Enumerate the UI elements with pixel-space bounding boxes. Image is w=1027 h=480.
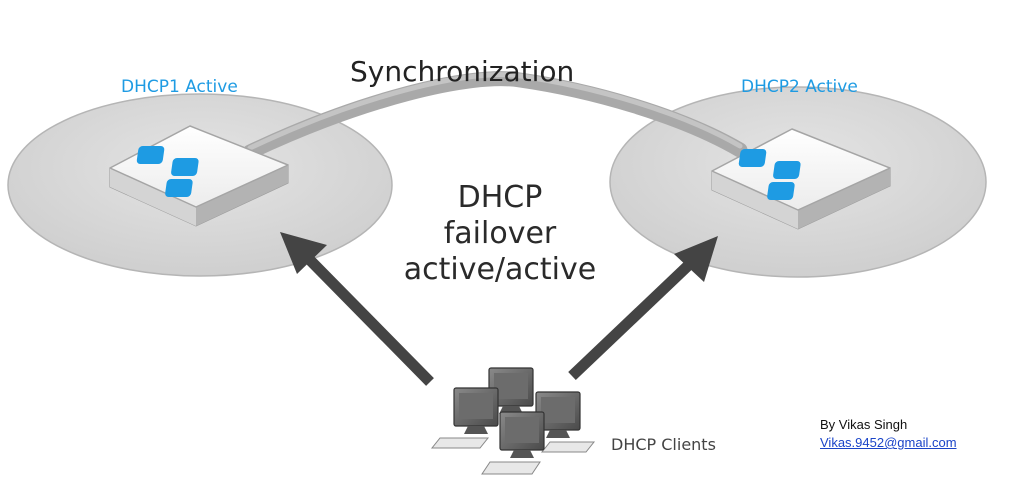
server-icon: [109, 125, 289, 227]
clients-label: DHCP Clients: [611, 435, 716, 454]
computer-icon: [430, 367, 596, 475]
arrow-icon: [568, 236, 718, 380]
author-name: By Vikas Singh: [820, 417, 908, 432]
server-icon: [711, 128, 891, 230]
author-email-link[interactable]: Vikas.9452@gmail.com: [820, 435, 957, 450]
synchronization-link: [242, 71, 748, 160]
failover-mode-line1: DHCP: [457, 180, 543, 215]
server2-label: DHCP2 Active: [741, 77, 858, 97]
synchronization-label: Synchronization: [350, 55, 575, 88]
arrow-icon: [280, 232, 434, 386]
server1-label: DHCP1 Active: [121, 77, 238, 97]
failover-mode-line2: failover: [443, 216, 557, 251]
failover-mode-line3: active/active: [403, 252, 597, 287]
failover-mode-label: DHCP failover active/active: [380, 180, 620, 288]
